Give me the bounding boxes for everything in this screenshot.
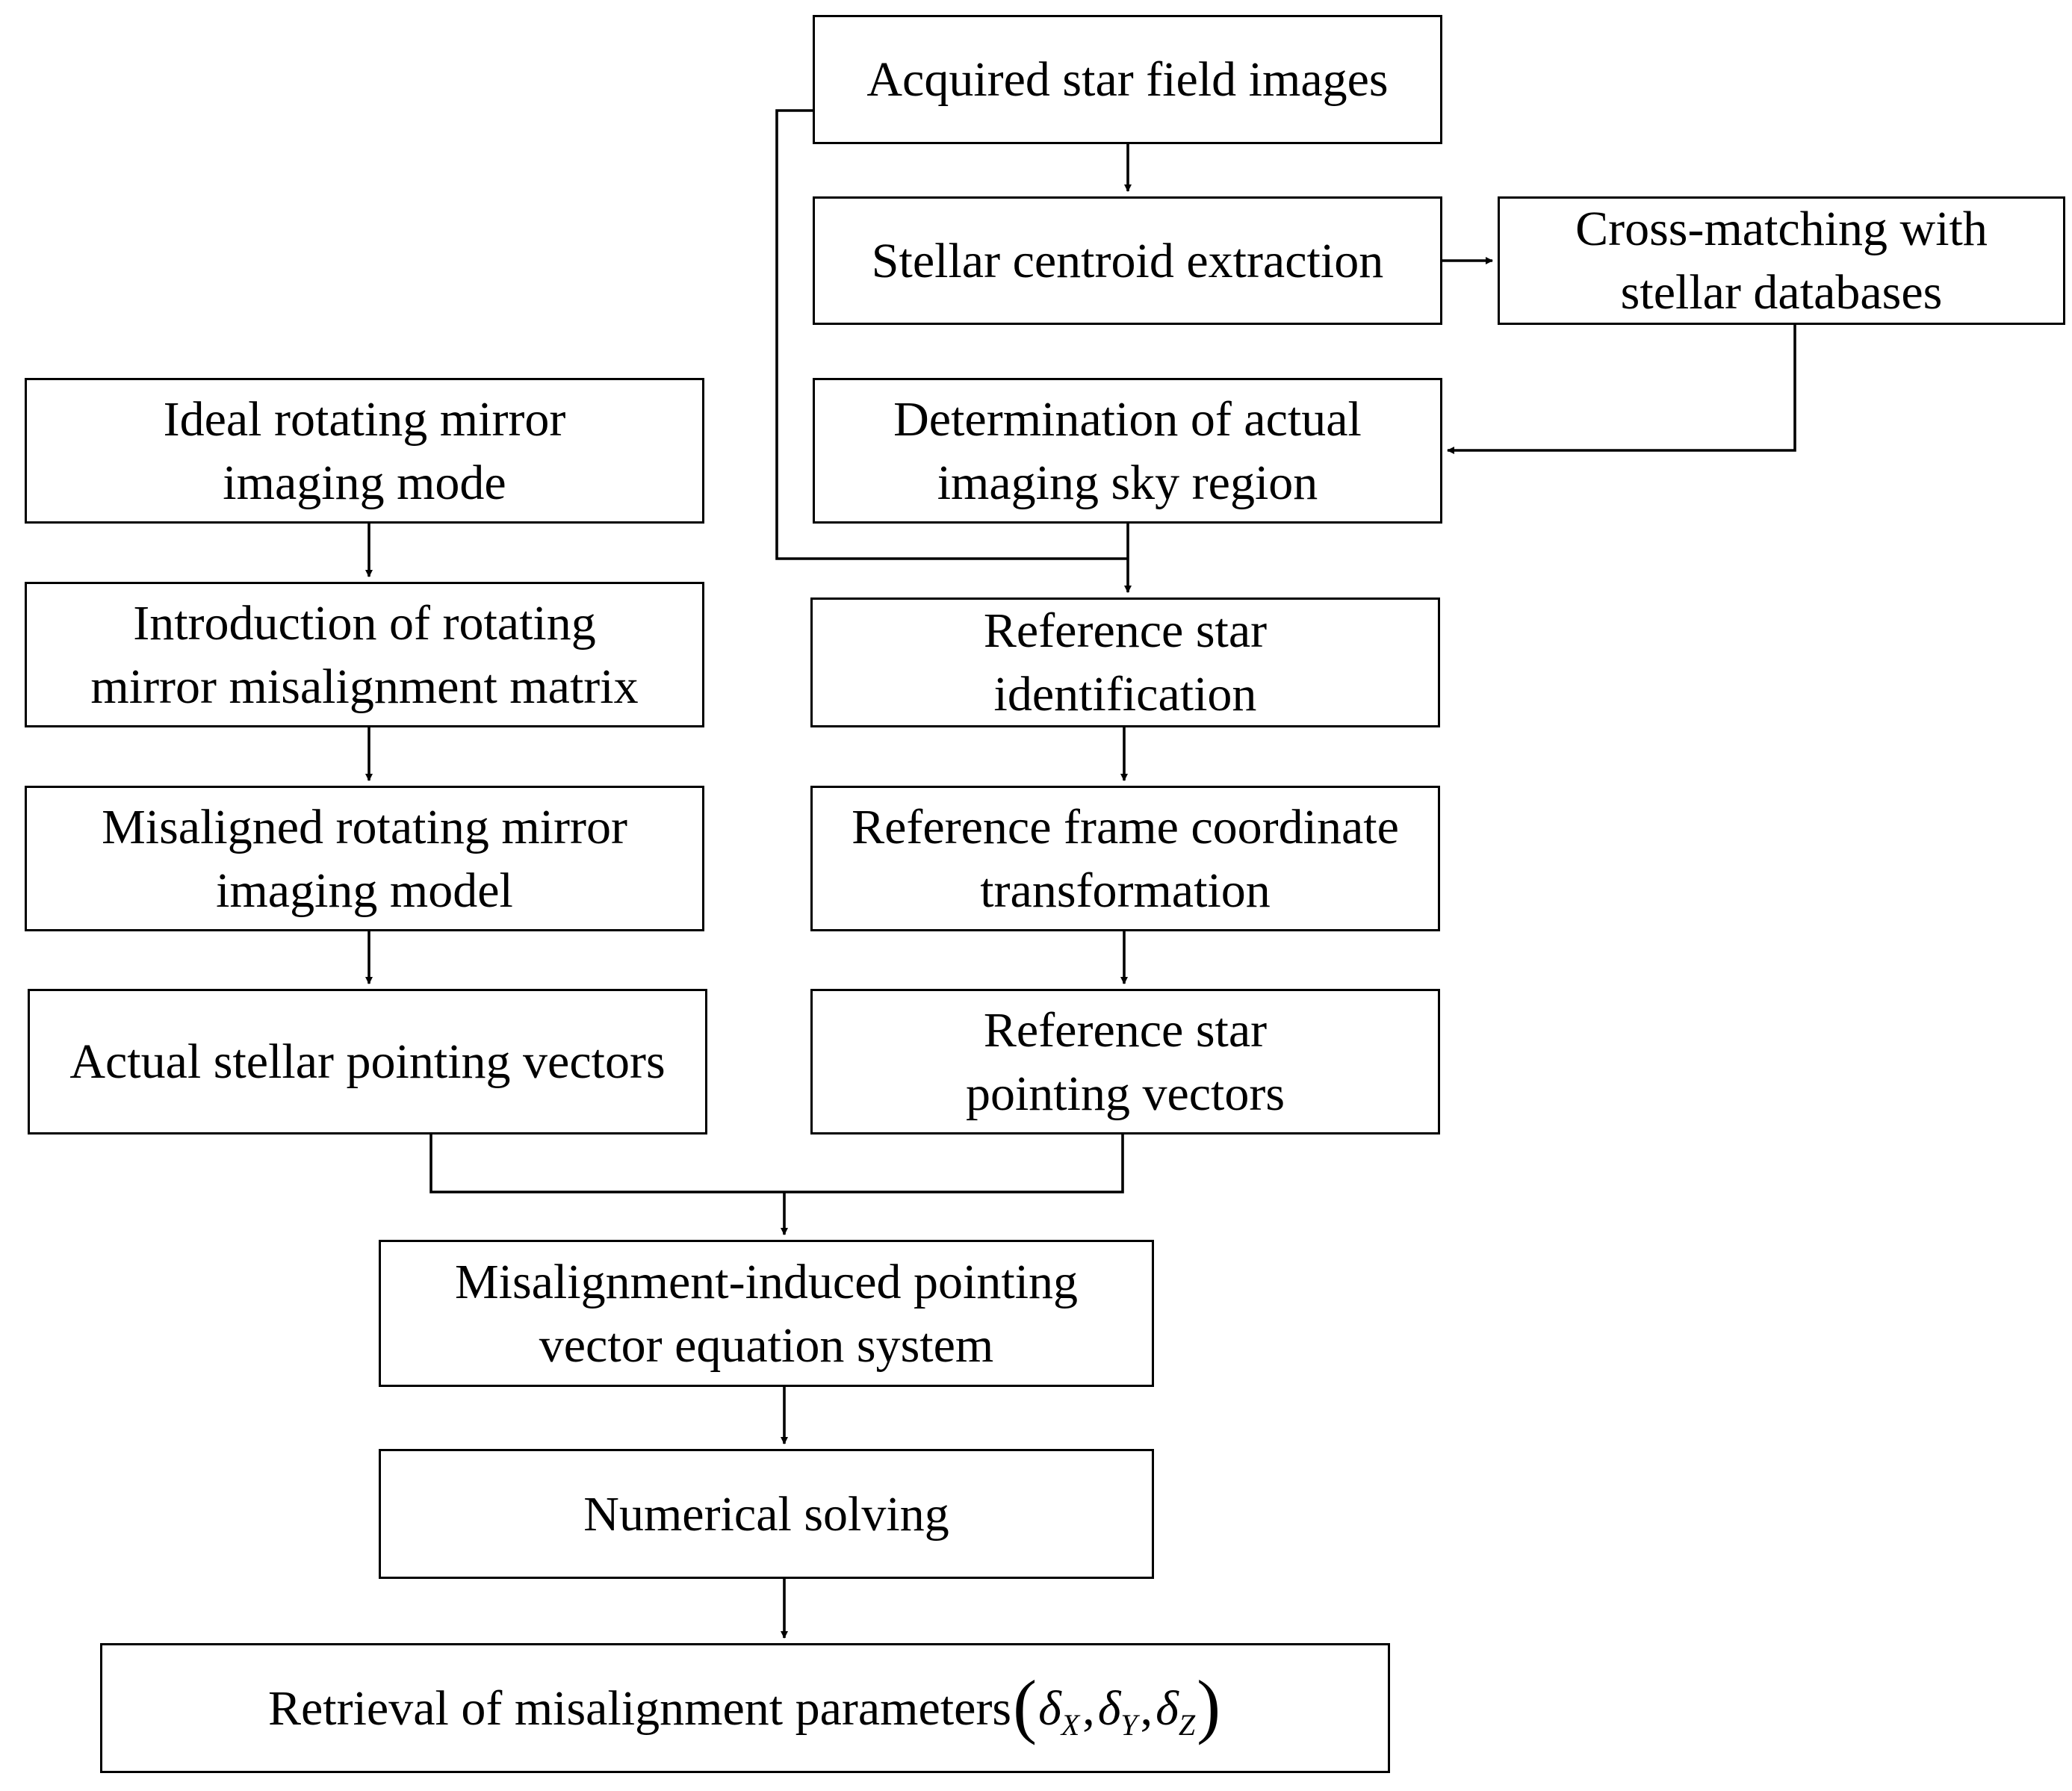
- node-label-line-1: Introduction of rotating: [133, 595, 596, 651]
- node-label-row: Retrieval of misalignment parameters ( δ…: [267, 1665, 1222, 1745]
- comma: ,: [1140, 1680, 1153, 1736]
- node-reference-star-pointing-vectors: Reference star pointing vectors: [810, 989, 1440, 1134]
- line-acquired-bypass: [775, 109, 1128, 560]
- node-misaligned-imaging-model: Misaligned rotating mirror imaging model: [25, 786, 704, 931]
- node-label: Numerical solving: [583, 1486, 949, 1542]
- close-paren: ): [1197, 1665, 1221, 1745]
- node-label-line-2: transformation: [980, 863, 1271, 918]
- subscript-y: Y: [1120, 1707, 1138, 1742]
- node-ideal-imaging-mode: Ideal rotating mirror imaging mode: [25, 378, 704, 524]
- node-label-line-1: Cross-matching with: [1575, 202, 1988, 256]
- node-label: Actual stellar pointing vectors: [69, 1034, 666, 1089]
- node-label-line-1: Reference frame coordinate: [852, 799, 1399, 854]
- node-acquired-star-field-images: Acquired star field images: [813, 15, 1442, 144]
- node-determination-sky-region: Determination of actual imaging sky regi…: [813, 378, 1442, 524]
- node-label-line-2: pointing vectors: [965, 1066, 1285, 1121]
- node-numerical-solving: Numerical solving: [379, 1449, 1154, 1579]
- node-label-line-1: Reference star: [983, 603, 1268, 658]
- node-label-line-1: Ideal rotating mirror: [163, 391, 566, 447]
- comma: ,: [1082, 1680, 1095, 1736]
- node-label: Stellar centroid extraction: [871, 233, 1384, 288]
- node-label-line-2: imaging mode: [223, 455, 506, 510]
- node-label-line-2: imaging model: [216, 863, 513, 918]
- node-retrieval-parameters: Retrieval of misalignment parameters ( δ…: [100, 1643, 1390, 1773]
- delta-symbol: δ: [1097, 1680, 1121, 1736]
- subscript-x: X: [1061, 1707, 1080, 1742]
- node-equation-system: Misalignment-induced pointing vector equ…: [379, 1240, 1154, 1387]
- delta-symbol: δ: [1156, 1680, 1179, 1736]
- node-label-line-1: Misalignment-induced pointing: [454, 1254, 1079, 1309]
- node-label-line-1: Determination of actual: [893, 391, 1362, 447]
- node-label-line-2: mirror misalignment matrix: [90, 659, 639, 714]
- retrieval-text: Retrieval of misalignment parameters: [267, 1680, 1012, 1736]
- subscript-z: Z: [1178, 1707, 1196, 1742]
- node-label-line-1: Reference star: [983, 1002, 1268, 1058]
- node-actual-stellar-pointing-vectors: Actual stellar pointing vectors: [28, 989, 707, 1134]
- node-reference-star-identification: Reference star identification: [810, 597, 1440, 727]
- node-label: Acquired star field images: [866, 52, 1389, 107]
- node-label-line-2: identification: [993, 667, 1257, 721]
- node-label-line-2: vector equation system: [539, 1317, 994, 1373]
- node-label-line-2: imaging sky region: [937, 455, 1318, 510]
- node-stellar-centroid-extraction: Stellar centroid extraction: [813, 196, 1442, 325]
- node-cross-matching: Cross-matching with stellar databases: [1498, 196, 2065, 325]
- open-paren: (: [1013, 1665, 1037, 1745]
- node-introduction-misalignment-matrix: Introduction of rotating mirror misalign…: [25, 582, 704, 727]
- node-label-line-1: Misaligned rotating mirror: [102, 799, 627, 854]
- node-label-line-2: stellar databases: [1620, 265, 1943, 320]
- line-merge-bracket: [429, 1134, 1124, 1194]
- delta-symbol: δ: [1038, 1680, 1061, 1736]
- arrow-crossmatch-to-determination: [1447, 325, 1796, 454]
- node-reference-frame-transformation: Reference frame coordinate transformatio…: [810, 786, 1440, 931]
